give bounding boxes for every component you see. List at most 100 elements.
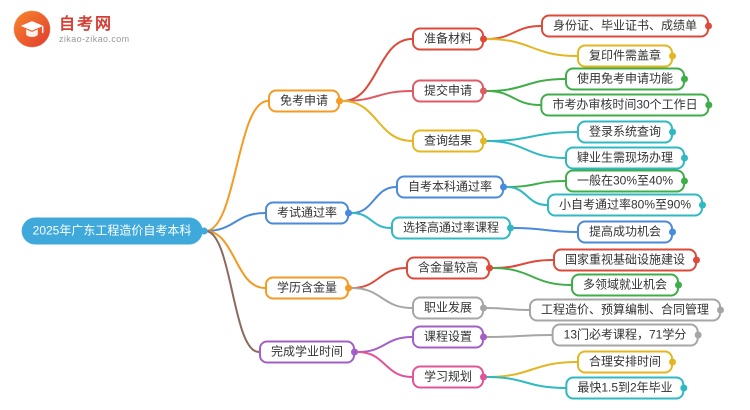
node-connector-dot — [675, 281, 683, 289]
mindmap-edge — [351, 212, 392, 229]
mindmap-node-choose-courses[interactable]: 选择高通过率课程 — [390, 216, 515, 240]
mindmap-edge — [204, 100, 269, 232]
node-label: 登录系统查询 — [588, 124, 662, 139]
node-label: 查询结果 — [423, 133, 473, 148]
mindmap-node-submit[interactable]: 提交申请 — [411, 79, 488, 103]
node-label: 最快1.5到2年毕业 — [577, 380, 673, 395]
node-connector-dot — [480, 35, 488, 43]
node-label: 小自考通过率80%至90% — [558, 197, 692, 212]
node-connector-dot — [705, 22, 713, 30]
node-connector-dot — [699, 201, 707, 209]
mindmap-edge — [506, 180, 566, 188]
mindmap-node-small-selfexam-rate[interactable]: 小自考通过率80%至90% — [546, 193, 707, 217]
mindmap-node-reasonable-time[interactable]: 合理安排时间 — [576, 350, 677, 374]
mindmap-node-materials[interactable]: 准备材料 — [411, 27, 488, 51]
node-connector-dot — [480, 304, 488, 312]
mindmap-node-multi-field-jobs[interactable]: 多领域就业机会 — [570, 273, 683, 297]
node-label: 含金量较高 — [417, 260, 479, 275]
node-label: 免考申请 — [279, 93, 329, 108]
mindmap-edge — [506, 186, 548, 206]
mindmap-edge — [492, 267, 572, 286]
mindmap-node-high-value[interactable]: 含金量较高 — [405, 256, 494, 280]
mindmap-node-review-time[interactable]: 市考办审核时间30个工作日 — [540, 93, 713, 117]
node-connector-dot — [480, 87, 488, 95]
mindmap-node-rate-30-40[interactable]: 一般在30%至40% — [564, 169, 689, 193]
mindmap-node-login-query[interactable]: 登录系统查询 — [576, 120, 677, 144]
mindmap-node-onsite[interactable]: 肄业生需现场办理 — [564, 146, 689, 170]
mindmap-edge — [342, 90, 413, 102]
node-label: 多领域就业机会 — [582, 277, 668, 292]
node-connector-dot — [480, 333, 488, 341]
mindmap-root-node[interactable]: 2025年广东工程造价自考本科 — [21, 217, 208, 245]
node-label: 2025年广东工程造价自考本科 — [32, 223, 192, 238]
mindmap-node-graduate-time[interactable]: 最快1.5到2年毕业 — [565, 376, 688, 400]
node-connector-dot — [694, 331, 702, 339]
mindmap-edge — [486, 25, 542, 40]
mindmap-node-degree-value[interactable]: 学历含金量 — [264, 276, 353, 300]
node-label: 选择高通过率课程 — [402, 220, 500, 235]
mindmap-edge — [342, 100, 413, 142]
node-label: 身份证、毕业证书、成绩单 — [552, 18, 698, 33]
mindmap-node-copies-stamped[interactable]: 复印件需盖章 — [576, 44, 677, 68]
node-label: 提高成功机会 — [588, 224, 662, 239]
mindmap-node-career[interactable]: 职业发展 — [411, 296, 488, 320]
mindmap-edge — [486, 38, 578, 57]
node-label: 肄业生需现场办理 — [576, 150, 674, 165]
node-connector-dot — [480, 373, 488, 381]
mindmap-edge — [357, 336, 413, 353]
node-label: 国家重视基础设施建设 — [564, 252, 686, 267]
mindmap-node-use-function[interactable]: 使用免考申请功能 — [564, 67, 689, 91]
node-connector-dot — [669, 228, 677, 236]
node-label: 合理安排时间 — [588, 354, 662, 369]
node-connector-dot — [681, 154, 689, 162]
mindmap-node-study-plan[interactable]: 学习规划 — [411, 365, 488, 389]
logo-title: 自考网 — [59, 15, 114, 33]
node-label: 自考本科通过率 — [407, 179, 493, 194]
node-label: 工程造价、预算编制、合同管理 — [540, 302, 710, 317]
mindmap-edge — [351, 267, 407, 289]
node-label: 职业发展 — [423, 300, 473, 315]
node-label: 一般在30%至40% — [576, 173, 674, 188]
mindmap-edge — [351, 287, 413, 309]
node-connector-dot — [681, 177, 689, 185]
mindmap-node-materials-list[interactable]: 身份证、毕业证书、成绩单 — [540, 14, 713, 38]
node-connector-dot — [507, 224, 515, 232]
node-connector-dot — [500, 183, 508, 191]
logo-url: zikao-zikao.com — [59, 33, 130, 44]
mindmap-edge — [513, 227, 578, 233]
node-connector-dot — [680, 384, 688, 392]
mindmap-node-infrastructure[interactable]: 国家重视基础设施建设 — [552, 248, 701, 272]
node-connector-dot — [669, 128, 677, 136]
mindmap-node-improve-chance[interactable]: 提高成功机会 — [576, 220, 677, 244]
zikao-logo-icon — [13, 10, 51, 48]
mindmap-node-curriculum[interactable]: 课程设置 — [411, 325, 488, 349]
mindmap-node-courses-credits[interactable]: 13门必考课程，71学分 — [551, 323, 702, 347]
node-connector-dot — [669, 358, 677, 366]
node-connector-dot — [200, 227, 208, 235]
node-label: 考试通过率 — [276, 205, 338, 220]
node-connector-dot — [705, 101, 713, 109]
mindmap-edge — [204, 230, 266, 289]
node-label: 学历含金量 — [276, 280, 338, 295]
node-label: 提交申请 — [423, 83, 473, 98]
node-connector-dot — [351, 348, 359, 356]
mindmap-edge — [486, 361, 578, 378]
mindmap-edge — [486, 90, 542, 106]
mindmap-edge — [342, 38, 413, 102]
mindmap-edge — [486, 334, 553, 338]
mindmap-node-career-paths[interactable]: 工程造价、预算编制、合同管理 — [528, 298, 725, 322]
node-label: 使用免考申请功能 — [576, 71, 674, 86]
site-logo[interactable]: 自考网 zikao-zikao.com — [12, 9, 130, 49]
mindmap-node-selfexam-rate[interactable]: 自考本科通过率 — [395, 175, 508, 199]
node-connector-dot — [486, 264, 494, 272]
mindmap-edge — [486, 78, 566, 92]
mindmap-node-query-result[interactable]: 查询结果 — [411, 129, 488, 153]
mindmap-node-exemption[interactable]: 免考申请 — [267, 89, 344, 113]
mindmap-node-pass-rate[interactable]: 考试通过率 — [264, 201, 353, 225]
mindmap-edge — [486, 307, 530, 311]
node-connector-dot — [345, 209, 353, 217]
mindmap-node-completion-time[interactable]: 完成学业时间 — [258, 340, 359, 364]
node-label: 完成学业时间 — [270, 344, 344, 359]
